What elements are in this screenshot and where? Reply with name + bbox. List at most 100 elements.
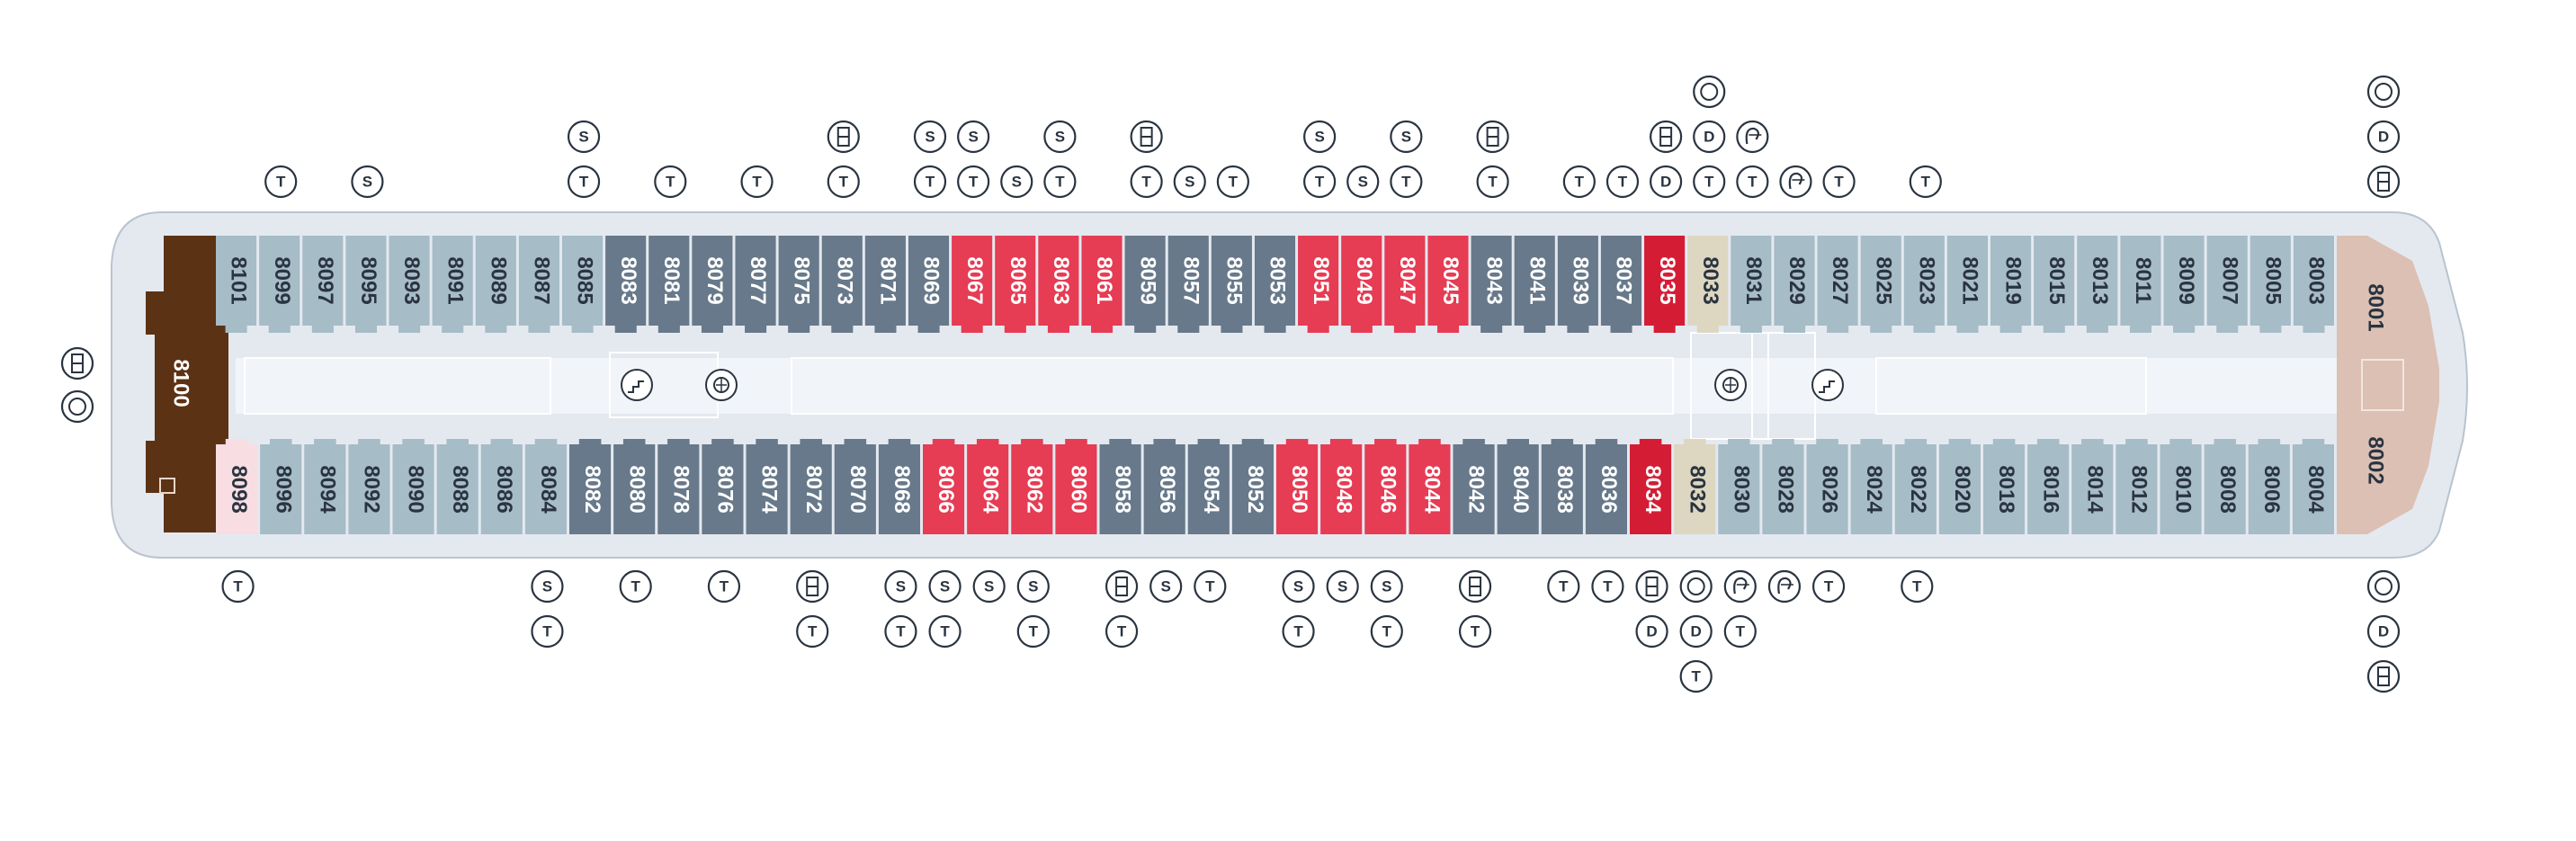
cabin-8035[interactable]: 8035 xyxy=(1644,236,1686,333)
cabin-8084[interactable]: 8084 xyxy=(524,439,567,534)
cabin-8083[interactable]: 8083 xyxy=(605,236,647,333)
cabin-8037[interactable]: 8037 xyxy=(1600,236,1642,333)
cabin-8093[interactable]: 8093 xyxy=(389,236,430,333)
cabin-8055[interactable]: 8055 xyxy=(1211,236,1252,333)
cabin-8074[interactable]: 8074 xyxy=(746,439,788,534)
cabin-8069[interactable]: 8069 xyxy=(908,236,950,333)
cabin-8072[interactable]: 8072 xyxy=(790,439,832,534)
cabin-8013[interactable]: 8013 xyxy=(2077,236,2118,333)
cabin-8021[interactable]: 8021 xyxy=(1946,236,1989,333)
cabin-8010[interactable]: 8010 xyxy=(2160,439,2202,534)
cabin-8089[interactable]: 8089 xyxy=(475,236,516,333)
cabin-8023[interactable]: 8023 xyxy=(1903,236,1945,333)
bow-suite-8001[interactable] xyxy=(2337,236,2439,369)
cabin-8051[interactable]: 8051 xyxy=(1298,236,1339,333)
cabin-8024[interactable]: 8024 xyxy=(1850,439,1892,534)
cabin-8009[interactable]: 8009 xyxy=(2163,236,2205,333)
cabin-8019[interactable]: 8019 xyxy=(1990,236,2032,333)
cabin-8007[interactable]: 8007 xyxy=(2206,236,2248,333)
cabin-8099[interactable]: 8099 xyxy=(259,236,300,333)
cabin-8082[interactable]: 8082 xyxy=(569,439,612,534)
cabin-8076[interactable]: 8076 xyxy=(702,439,744,534)
cabin-8016[interactable]: 8016 xyxy=(2027,439,2070,534)
cabin-8029[interactable]: 8029 xyxy=(1774,236,1815,333)
cabin-8080[interactable]: 8080 xyxy=(613,439,656,534)
cabin-8028[interactable]: 8028 xyxy=(1762,439,1804,534)
cabin-8020[interactable]: 8020 xyxy=(1938,439,1981,534)
cabin-8044[interactable]: 8044 xyxy=(1409,439,1451,534)
cabin-8042[interactable]: 8042 xyxy=(1453,439,1495,534)
cabin-8078[interactable]: 8078 xyxy=(657,439,700,534)
cabin-8003[interactable]: 8003 xyxy=(2293,236,2334,333)
cabin-8018[interactable]: 8018 xyxy=(1983,439,2026,534)
cabin-8036[interactable]: 8036 xyxy=(1585,439,1627,534)
cabin-8032[interactable]: 8032 xyxy=(1674,439,1716,534)
cabin-8038[interactable]: 8038 xyxy=(1541,439,1583,534)
cabin-8052[interactable]: 8052 xyxy=(1231,439,1274,534)
cabin-8063[interactable]: 8063 xyxy=(1038,236,1079,333)
cabin-8015[interactable]: 8015 xyxy=(2034,236,2075,333)
cabin-8053[interactable]: 8053 xyxy=(1254,236,1296,333)
cabin-8068[interactable]: 8068 xyxy=(878,439,920,534)
stern-suite-8100[interactable] xyxy=(146,236,228,532)
cabin-8065[interactable]: 8065 xyxy=(995,236,1036,333)
cabin-8040[interactable]: 8040 xyxy=(1497,439,1539,534)
cabin-8014[interactable]: 8014 xyxy=(2071,439,2114,534)
cabin-8043[interactable]: 8043 xyxy=(1471,236,1512,333)
cabin-8067[interactable]: 8067 xyxy=(952,236,993,333)
cabin-8034[interactable]: 8034 xyxy=(1630,439,1672,534)
cabin-8054[interactable]: 8054 xyxy=(1187,439,1230,534)
cabin-8062[interactable]: 8062 xyxy=(1011,439,1053,534)
cabin-8012[interactable]: 8012 xyxy=(2115,439,2158,534)
cabin-8079[interactable]: 8079 xyxy=(692,236,733,333)
cabin-8071[interactable]: 8071 xyxy=(864,236,906,333)
cabin-8097[interactable]: 8097 xyxy=(302,236,344,333)
bow-suite-8002[interactable] xyxy=(2337,401,2439,534)
cabin-8081[interactable]: 8081 xyxy=(648,236,690,333)
cabin-8006[interactable]: 8006 xyxy=(2248,439,2290,534)
cabin-8086[interactable]: 8086 xyxy=(480,439,523,534)
cabin-8026[interactable]: 8026 xyxy=(1806,439,1848,534)
cabin-8064[interactable]: 8064 xyxy=(967,439,1009,534)
cabin-8033[interactable]: 8033 xyxy=(1687,236,1729,333)
cabin-8095[interactable]: 8095 xyxy=(345,236,387,333)
cabin-8030[interactable]: 8030 xyxy=(1718,439,1760,534)
cabin-8039[interactable]: 8039 xyxy=(1557,236,1598,333)
cabin-8056[interactable]: 8056 xyxy=(1143,439,1185,534)
cabin-8085[interactable]: 8085 xyxy=(561,236,604,333)
cabin-8060[interactable]: 8060 xyxy=(1055,439,1097,534)
cabin-8031[interactable]: 8031 xyxy=(1731,236,1772,333)
cabin-8094[interactable]: 8094 xyxy=(304,439,346,534)
cabin-8022[interactable]: 8022 xyxy=(1894,439,1936,534)
cabin-8066[interactable]: 8066 xyxy=(923,439,965,534)
cabin-8008[interactable]: 8008 xyxy=(2204,439,2246,534)
cabin-8005[interactable]: 8005 xyxy=(2250,236,2291,333)
cabin-8061[interactable]: 8061 xyxy=(1081,236,1123,333)
cabin-8059[interactable]: 8059 xyxy=(1124,236,1166,333)
cabin-8088[interactable]: 8088 xyxy=(436,439,479,534)
cabin-8045[interactable]: 8045 xyxy=(1427,236,1469,333)
cabin-8092[interactable]: 8092 xyxy=(348,439,390,534)
cabin-8075[interactable]: 8075 xyxy=(778,236,819,333)
cabin-8050[interactable]: 8050 xyxy=(1276,439,1319,534)
cabin-8047[interactable]: 8047 xyxy=(1384,236,1426,333)
cabin-8041[interactable]: 8041 xyxy=(1514,236,1555,333)
cabin-8046[interactable]: 8046 xyxy=(1364,439,1407,534)
cabin-8057[interactable]: 8057 xyxy=(1167,236,1209,333)
cabin-8091[interactable]: 8091 xyxy=(432,236,473,333)
cabin-8077[interactable]: 8077 xyxy=(735,236,776,333)
cabin-8004[interactable]: 8004 xyxy=(2292,439,2334,534)
cabin-8027[interactable]: 8027 xyxy=(1817,236,1858,333)
cabin-8096[interactable]: 8096 xyxy=(260,439,302,534)
cabin-8070[interactable]: 8070 xyxy=(834,439,876,534)
cabin-8073[interactable]: 8073 xyxy=(821,236,863,333)
cabin-8049[interactable]: 8049 xyxy=(1341,236,1382,333)
cabin-8098[interactable]: 8098 xyxy=(216,439,258,534)
cabin-8101[interactable]: 8101 xyxy=(216,236,257,333)
cabin-8087[interactable]: 8087 xyxy=(518,236,559,333)
cabin-8011[interactable]: 8011 xyxy=(2120,236,2161,333)
cabin-8048[interactable]: 8048 xyxy=(1320,439,1363,534)
cabin-8090[interactable]: 8090 xyxy=(392,439,434,534)
cabin-8025[interactable]: 8025 xyxy=(1860,236,1901,333)
cabin-8058[interactable]: 8058 xyxy=(1099,439,1141,534)
